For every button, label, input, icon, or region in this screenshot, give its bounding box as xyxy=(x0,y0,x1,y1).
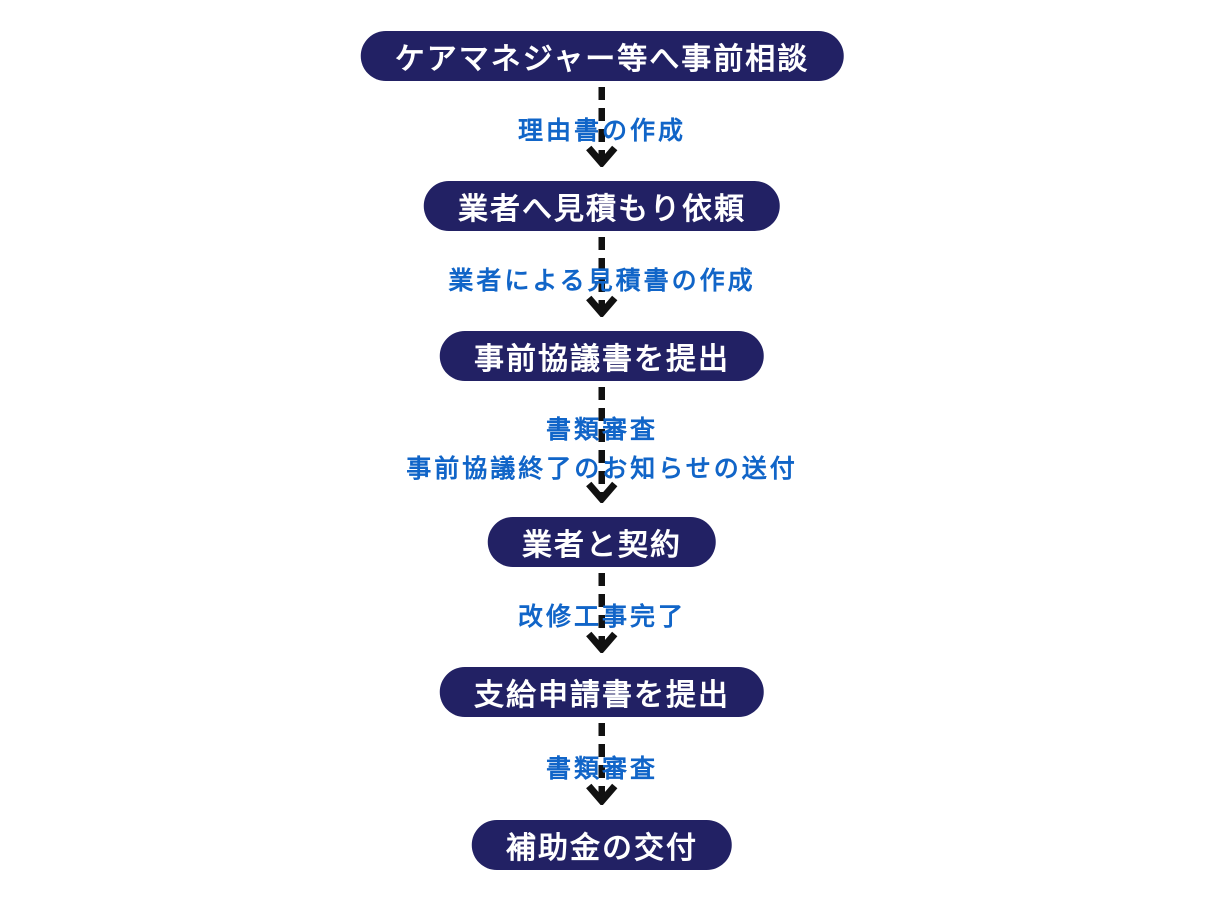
down-arrow-icon xyxy=(586,87,618,167)
connector-4-label: 改修工事完了 xyxy=(517,602,686,632)
flow-step-2: 業者へ見積もり依頼 xyxy=(424,181,780,231)
connector-4: 改修工事完了 xyxy=(518,567,686,667)
connector-1-label: 理由書の作成 xyxy=(517,116,686,146)
down-arrow-icon xyxy=(586,723,618,805)
down-arrow-icon xyxy=(586,237,618,317)
down-arrow-icon xyxy=(586,387,618,503)
flow-step-4: 業者と契約 xyxy=(488,517,716,567)
flow-column: ケアマネジャー等へ事前相談 理由書の作成 業者へ見積もり依頼 業者による見積書の… xyxy=(360,31,844,870)
connector-3: 書類審査 事前協議終了のお知らせの送付 xyxy=(406,381,798,517)
flow-step-1: ケアマネジャー等へ事前相談 xyxy=(360,31,844,81)
connector-2: 業者による見積書の作成 xyxy=(448,231,755,331)
flow-step-3: 事前協議書を提出 xyxy=(440,331,764,381)
flow-step-5: 支給申請書を提出 xyxy=(440,667,764,717)
connector-5: 書類審査 xyxy=(546,717,658,820)
connector-5-label: 書類審査 xyxy=(545,753,658,783)
connector-3-label-line2: 事前協議終了のお知らせの送付 xyxy=(406,453,798,483)
connector-1: 理由書の作成 xyxy=(518,81,686,181)
down-arrow-icon xyxy=(586,573,618,653)
flow-step-6: 補助金の交付 xyxy=(472,820,732,870)
connector-2-label: 業者による見積書の作成 xyxy=(448,266,756,296)
connector-3-label-line1: 書類審査 xyxy=(545,415,658,444)
